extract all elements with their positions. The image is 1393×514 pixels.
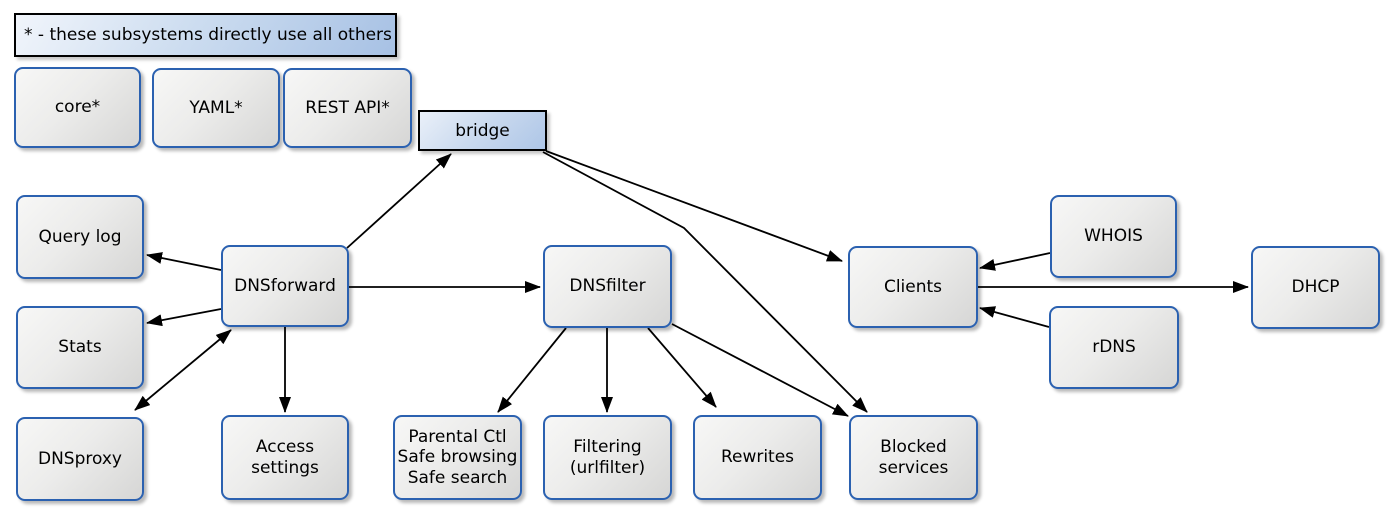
node-rest-api: REST API* xyxy=(283,68,412,148)
node-whois-label: WHOIS xyxy=(1084,226,1143,247)
legend-text: * - these subsystems directly use all ot… xyxy=(24,25,392,45)
node-dnsfilter: DNSfilter xyxy=(543,245,672,328)
node-rewrites-label: Rewrites xyxy=(720,447,795,468)
node-bridge-label: bridge xyxy=(455,120,510,141)
edge-dnsfilter-rewrites xyxy=(647,327,717,408)
node-yaml-label: YAML* xyxy=(189,97,243,118)
edge-rdns-clients xyxy=(979,306,1050,328)
edge-dnsfilter-parental xyxy=(497,327,567,413)
node-stats: Stats xyxy=(16,306,144,389)
node-parental-controls-label: Parental Ctl Safe browsing Safe search xyxy=(397,427,518,488)
node-clients-label: Clients xyxy=(883,276,943,297)
node-dnsproxy: DNSproxy xyxy=(16,417,144,501)
node-filtering: Filtering (urlfilter) xyxy=(543,415,672,500)
node-filtering-label: Filtering (urlfilter) xyxy=(569,437,646,478)
node-bridge: bridge xyxy=(418,110,547,151)
edge-dnsforward-query-log xyxy=(146,252,222,271)
node-blocked-services-label: Blocked services xyxy=(878,437,949,478)
node-core-label: core* xyxy=(54,97,101,118)
node-clients: Clients xyxy=(848,246,978,328)
node-rdns: rDNS xyxy=(1049,306,1179,389)
node-rest-api-label: REST API* xyxy=(305,97,390,118)
edge-whois-clients xyxy=(979,252,1051,271)
node-dhcp-label: DHCP xyxy=(1291,277,1340,298)
node-whois: WHOIS xyxy=(1050,195,1177,278)
node-blocked-services: Blocked services xyxy=(849,415,978,500)
node-core: core* xyxy=(14,67,141,148)
edge-dnsfilter-blocked-services xyxy=(671,323,849,417)
node-dhcp: DHCP xyxy=(1251,246,1380,329)
node-dnsfilter-label: DNSfilter xyxy=(569,276,646,297)
node-parental-controls: Parental Ctl Safe browsing Safe search xyxy=(393,415,522,500)
node-query-log-label: Query log xyxy=(38,226,122,247)
node-dnsforward-label: DNSforward xyxy=(234,275,336,296)
legend-box: * - these subsystems directly use all ot… xyxy=(14,13,397,57)
node-rewrites: Rewrites xyxy=(693,415,822,500)
node-rdns-label: rDNS xyxy=(1092,337,1136,358)
node-access-settings-label: Access settings xyxy=(251,437,319,478)
node-query-log: Query log xyxy=(16,195,144,279)
node-access-settings: Access settings xyxy=(221,415,349,500)
node-dnsproxy-label: DNSproxy xyxy=(37,448,122,469)
edge-dnsforward-bridge xyxy=(346,153,452,249)
edge-dnsforward-stats xyxy=(146,308,222,327)
node-stats-label: Stats xyxy=(58,337,102,358)
node-yaml: YAML* xyxy=(152,68,280,148)
edge-dnsforward-dnsproxy xyxy=(134,329,232,411)
node-dnsforward: DNSforward xyxy=(221,245,349,327)
